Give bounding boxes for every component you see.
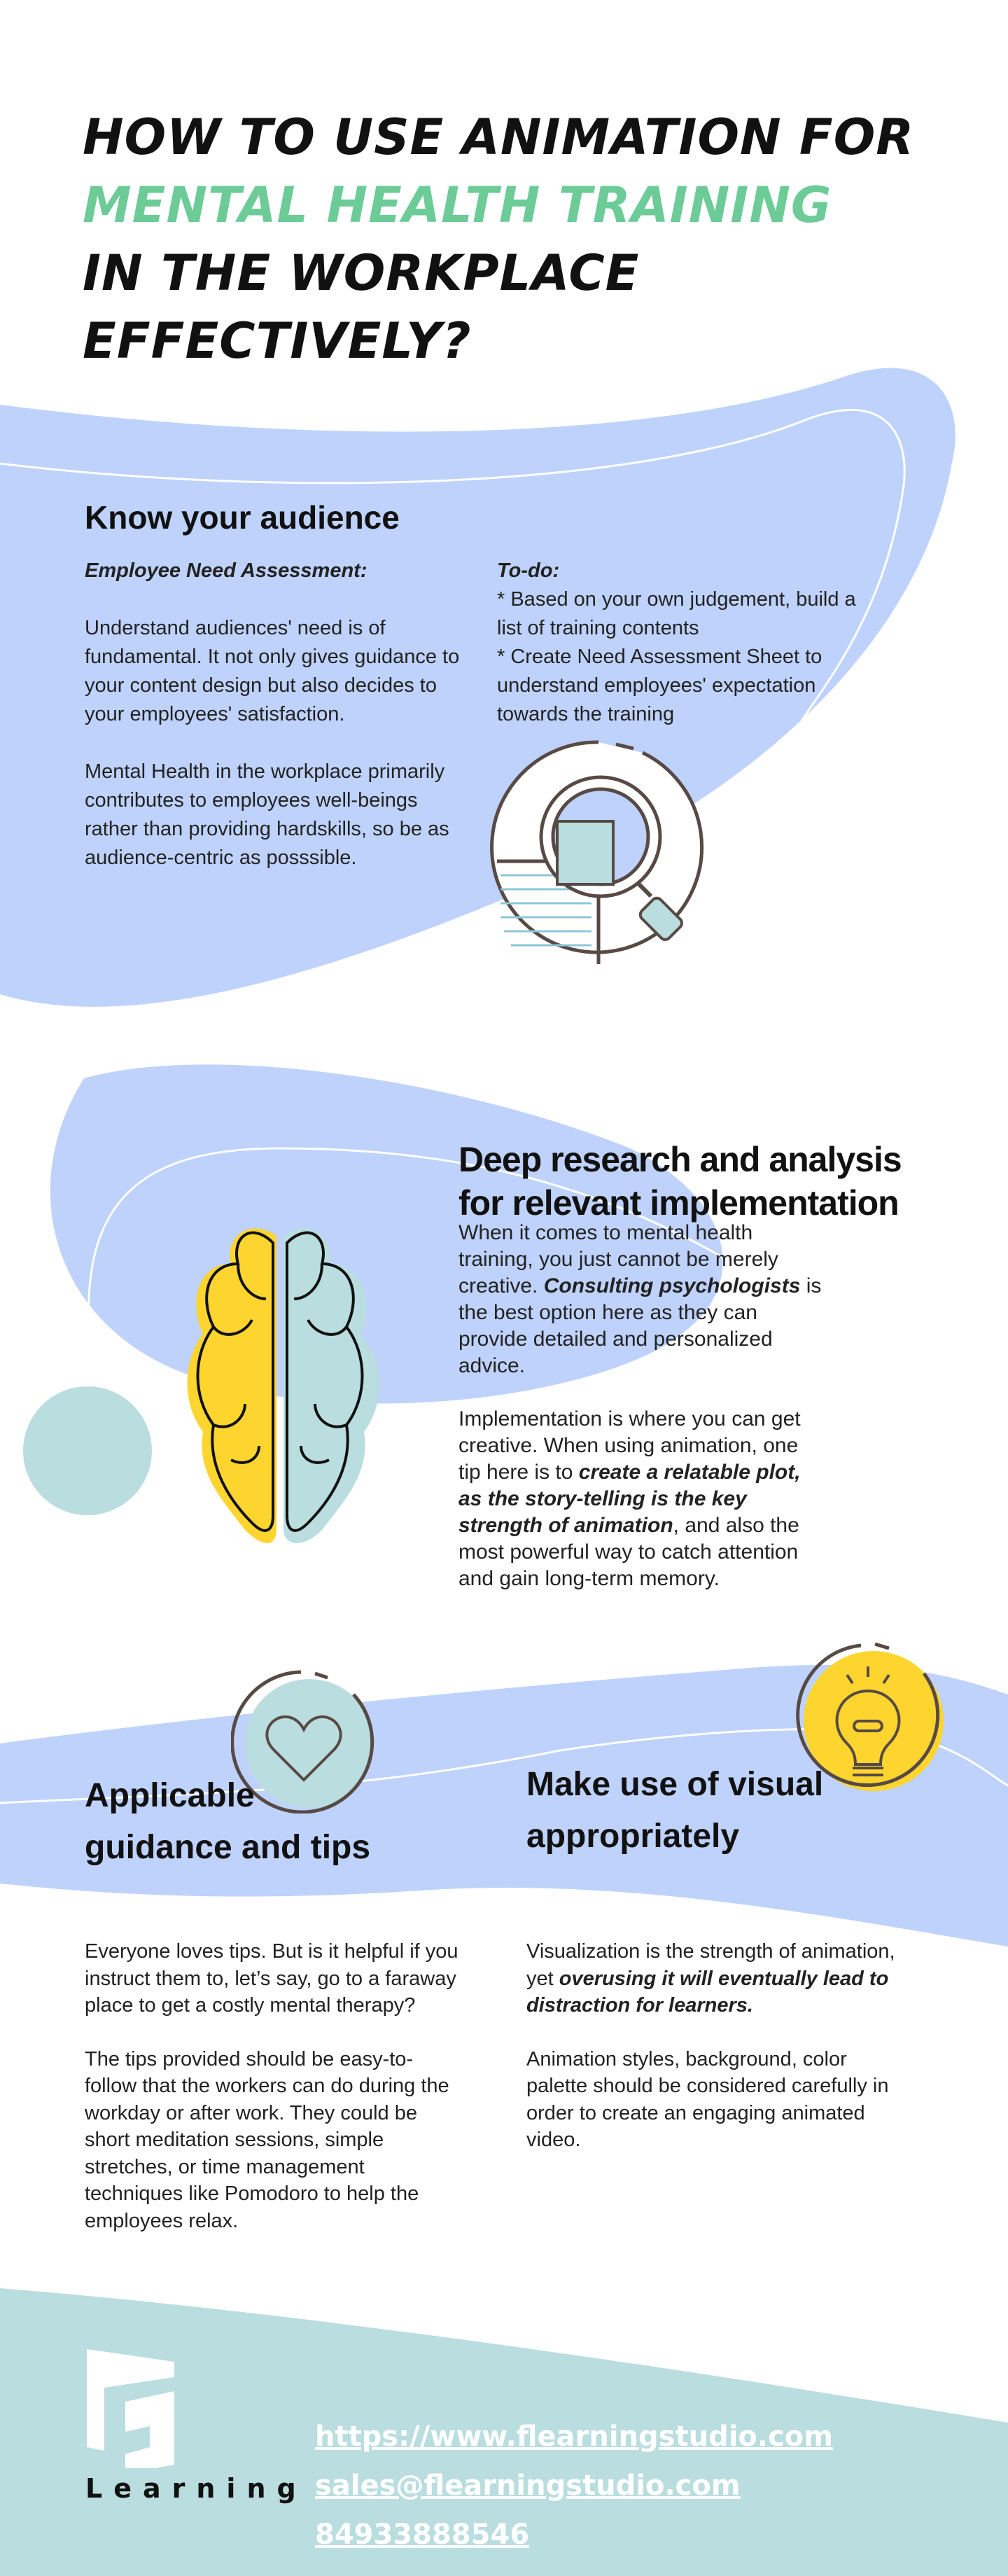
blob-line2 <box>88 1147 729 1324</box>
section-heading-research: Deep research and analysis for relevant … <box>458 1140 902 1223</box>
brain-icon <box>187 1228 379 1543</box>
research-body: When it comes to mental health training,… <box>458 1221 822 1590</box>
blob-section1 <box>0 368 955 1007</box>
footer-teal <box>0 2288 1008 2576</box>
email-link[interactable]: sales@flearningstudio.com <box>315 2470 741 2502</box>
todo-column: To-do: * Based on your own judgement, bu… <box>497 559 856 725</box>
page-title: HOW TO USE ANIMATION FOR MENTAL HEALTH T… <box>83 109 915 370</box>
flearning-logo <box>87 2349 174 2468</box>
heart-icon <box>231 1670 374 1813</box>
section-heading-visual: Make use of visual appropriately <box>526 1766 824 1855</box>
contact-links: https://www.flearningstudio.com sales@fl… <box>315 2412 833 2559</box>
audience-left-column: Employee Need Assessment: Understand aud… <box>85 559 460 869</box>
blob-line1 <box>0 409 906 729</box>
teal-blob <box>23 1386 152 1515</box>
website-link[interactable]: https://www.flearningstudio.com <box>315 2421 833 2453</box>
section-heading-tips: Applicable guidance and tips <box>85 1777 371 1866</box>
magnifier-analysis-icon <box>490 740 704 964</box>
section-heading-audience: Know your audience <box>85 499 400 536</box>
tips-body: Everyone loves tips. But is it helpful i… <box>85 1940 458 2232</box>
logo-text: Learning <box>85 2473 307 2504</box>
visual-body: Visualization is the strength of animati… <box>526 1940 895 2151</box>
phone-link[interactable]: 84933888546 <box>315 2519 530 2551</box>
lightbulb-icon <box>796 1642 944 1791</box>
